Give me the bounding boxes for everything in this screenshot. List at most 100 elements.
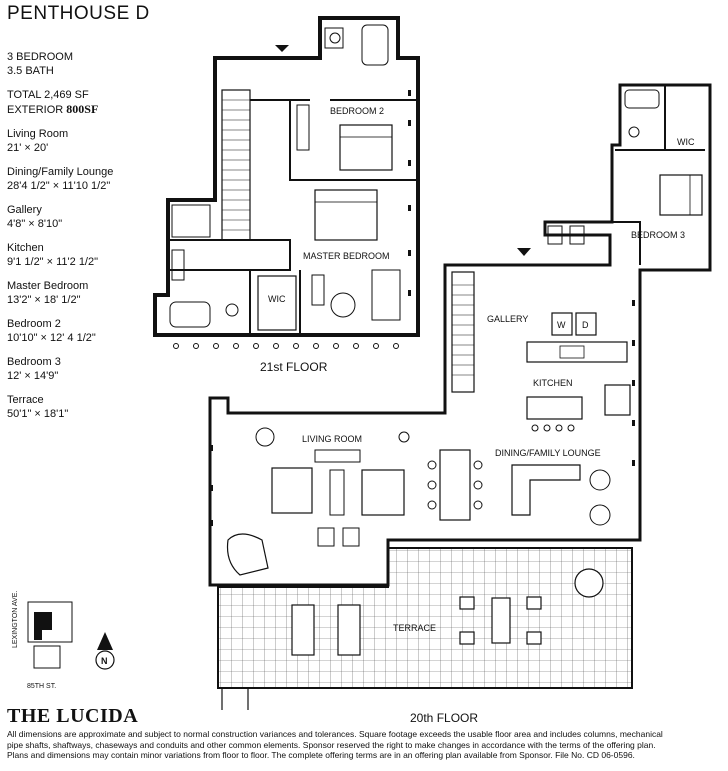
side-table	[255, 427, 275, 447]
partition-wall	[250, 99, 418, 181]
room-name: Bedroom 3	[7, 356, 61, 368]
exterior-value: 800SF	[66, 102, 99, 116]
room-name: Dining/Family Lounge	[7, 166, 114, 178]
stair	[221, 89, 251, 241]
unit-specs: 3 BEDROOM 3.5 BATH TOTAL 2,469 SF EXTERI…	[7, 50, 157, 431]
outdoor-table	[491, 597, 511, 644]
pillows	[339, 124, 393, 138]
unit-highlight	[34, 612, 52, 640]
label-bedroom-3: BEDROOM 3	[631, 230, 685, 240]
label-washer: W	[557, 320, 566, 330]
round-table	[574, 568, 604, 598]
room-name: Terrace	[7, 394, 44, 406]
street-lexington: LEXINGTON AVE.	[12, 591, 19, 648]
room-size: 4'8" × 8'10"	[7, 218, 63, 230]
lounge-chair	[589, 504, 611, 526]
bath-count: 3.5 BATH	[7, 65, 54, 77]
bathtub	[169, 301, 211, 328]
exterior-area: EXTERIOR 800SF	[7, 102, 157, 117]
sofa	[271, 467, 313, 514]
lounge-chair	[330, 292, 356, 318]
north-arrow-icon	[97, 632, 113, 650]
bar-stools	[531, 424, 575, 432]
sofa	[361, 469, 405, 516]
room-name: Bedroom 2	[7, 318, 61, 330]
media-console	[314, 449, 361, 463]
stair	[451, 271, 475, 393]
fridge	[604, 384, 631, 416]
room-name: Kitchen	[7, 242, 44, 254]
outdoor-chair	[526, 631, 542, 645]
label-21st-floor: 21st FLOOR	[260, 360, 328, 374]
washer	[551, 312, 573, 336]
disclaimer-line: Plans and dimensions may contain minor v…	[7, 750, 635, 760]
lamp	[398, 431, 410, 443]
exterior-wall	[153, 16, 420, 337]
lounge-bed	[337, 604, 361, 656]
lounge-chair	[589, 469, 611, 491]
bathtub	[361, 24, 389, 66]
partition-wall	[612, 85, 705, 265]
room-size: 13'2" × 18' 1/2"	[7, 294, 81, 306]
page-title: PENTHOUSE D	[7, 3, 150, 24]
disclaimer-line: pipe shafts, shaftways, chaseways and co…	[7, 739, 656, 750]
bathtub	[624, 89, 660, 109]
dryer	[575, 312, 597, 336]
dining-table	[439, 449, 471, 521]
bed	[339, 124, 393, 171]
shower	[171, 204, 211, 238]
window-mullions	[408, 90, 411, 296]
partition-wall	[168, 239, 291, 335]
north-label: N	[101, 656, 108, 666]
vanity	[569, 225, 585, 245]
label-living-room: LIVING ROOM	[302, 434, 362, 444]
room-name: Master Bedroom	[7, 280, 89, 292]
brand-logo: THE LUCIDA	[7, 705, 139, 727]
exterior-label: EXTERIOR	[7, 104, 64, 116]
stair-treads	[222, 99, 250, 231]
pillows	[314, 189, 378, 203]
kitchen-island	[526, 396, 583, 420]
outdoor-chair	[526, 596, 542, 610]
label-terrace: TERRACE	[393, 623, 436, 633]
window-mullions	[210, 300, 635, 526]
north-compass-icon	[95, 650, 115, 670]
bed	[314, 189, 378, 241]
room-size: 28'4 1/2" × 11'10 1/2"	[7, 180, 111, 192]
tv-console	[371, 269, 401, 321]
room-name: Living Room	[7, 128, 69, 140]
toilet	[628, 126, 640, 138]
column-dots	[173, 343, 399, 349]
room-name: Gallery	[7, 204, 42, 216]
room-size: 50'1" × 18'1"	[7, 408, 69, 420]
armchair	[342, 527, 360, 547]
label-wic-master: WIC	[268, 294, 286, 304]
pillows	[689, 174, 703, 216]
coffee-table	[329, 469, 345, 516]
label-dryer: D	[582, 320, 589, 330]
closet	[257, 275, 297, 331]
vanity	[171, 249, 185, 281]
kitchen-counter	[526, 341, 628, 363]
entry-marker	[517, 248, 531, 256]
bed	[659, 174, 703, 216]
vanity	[324, 27, 344, 49]
total-area: TOTAL 2,469 SF	[7, 89, 89, 101]
label-kitchen: KITCHEN	[533, 378, 573, 388]
stair-treads	[452, 284, 474, 376]
room-size: 9'1 1/2" × 11'2 1/2"	[7, 256, 99, 268]
desk	[296, 104, 310, 151]
floor-20-plan	[208, 83, 712, 587]
floor-21-plan	[153, 16, 420, 349]
street-85th: 85TH ST.	[27, 683, 56, 690]
label-wic-bedroom-3: WIC	[677, 137, 695, 147]
armchair	[317, 527, 335, 547]
terrace-paving	[217, 547, 633, 689]
lounge-sofa	[511, 464, 581, 516]
toilet	[329, 32, 341, 44]
toilet	[225, 303, 239, 317]
building-footprint	[27, 601, 73, 643]
disclaimer-line: All dimensions are approximate and subje…	[7, 729, 663, 739]
room-size: 21' × 20'	[7, 142, 49, 154]
